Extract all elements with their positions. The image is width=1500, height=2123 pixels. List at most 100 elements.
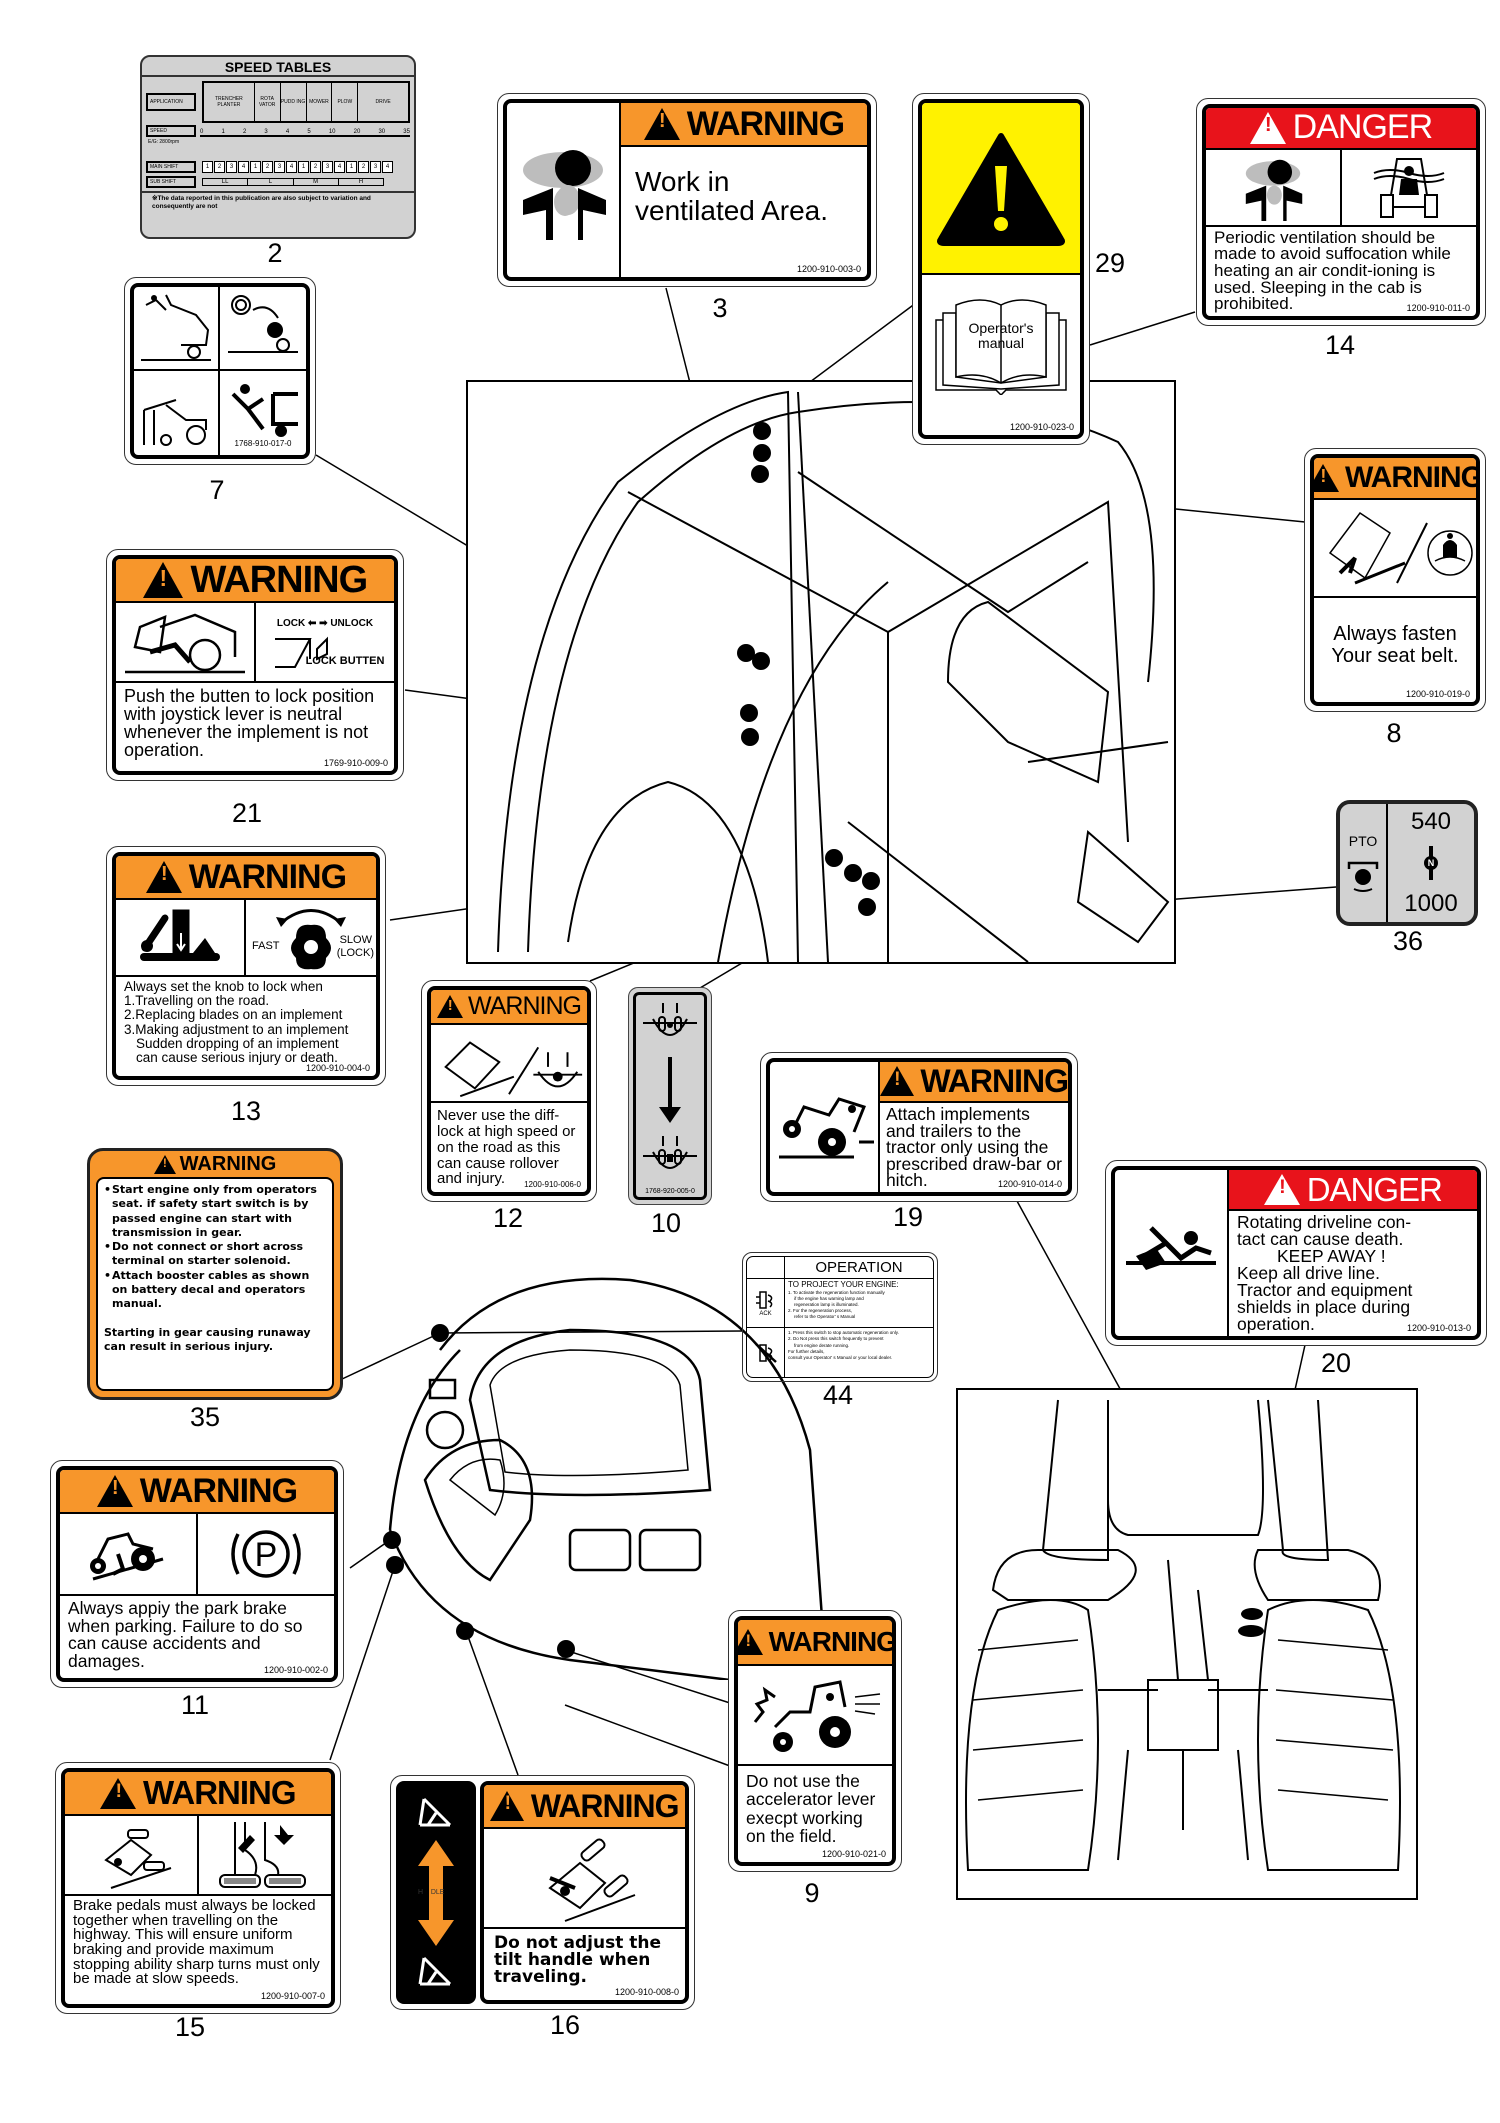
decal-20-code: 1200-910-013-0	[1406, 1323, 1471, 1333]
callout-36: 36	[1392, 926, 1424, 956]
warning-triangle-icon	[153, 1154, 176, 1174]
decal-location-marker	[386, 1556, 404, 1574]
leader-line-15	[329, 1564, 396, 1761]
decal-35-start-safety-warning: WARNING •Start engine only from operator…	[87, 1148, 343, 1400]
main-shift-gear: 3	[370, 161, 381, 173]
decal-13-code: 1200-910-004-0	[305, 1063, 370, 1073]
caution-exclamation-icon	[937, 132, 1065, 246]
leader-line-9a	[564, 1649, 731, 1704]
fume-inhalation-icon	[523, 150, 606, 240]
decal-location-marker	[737, 644, 755, 662]
speed-tick: 20	[353, 129, 361, 135]
decal-13-line: 1.Travelling on the road.	[124, 993, 270, 1009]
section2-line: consult your Operator' s Manual or your …	[788, 1355, 893, 1361]
rollover-icon	[547, 1838, 635, 1922]
decal-15-text: Brake pedals must always be locked toget…	[73, 1897, 320, 1988]
knob-lock-label: (LOCK)	[336, 947, 374, 959]
cab-frame-illustration	[497, 390, 1170, 963]
section2-line: 2. Do Not press this switch frequently t…	[788, 1336, 884, 1342]
decal-8-seat-belt-warning: WARNING Always fasten Your seat belt.	[1304, 448, 1486, 712]
speed-tables-title: SPEED TABLES	[142, 59, 414, 77]
warning-header: WARNING	[621, 103, 867, 147]
decal-9-code: 1200-910-021-0	[821, 1849, 886, 1859]
ack-label: ACK	[759, 1311, 772, 1317]
decal-13-line: 2.Replacing blades on an implement	[124, 1007, 343, 1023]
warning-triangle-icon	[100, 1777, 137, 1809]
application-mower: MOWER	[307, 83, 333, 121]
callout-16: 16	[549, 2010, 581, 2040]
callout-44: 44	[822, 1380, 854, 1410]
decal-35-bullet: •Attach booster cables as shown on batte…	[104, 1268, 310, 1311]
main-shift-gear: 3	[226, 161, 237, 173]
decal-20-line: operation.	[1237, 1314, 1315, 1335]
down-arrow-icon	[659, 1056, 681, 1123]
implement-drop-crush-icon	[140, 909, 220, 961]
decal-location-marker	[456, 1622, 474, 1640]
regeneration-inhibit-icon	[754, 1342, 777, 1363]
operators-manual-book-icon	[935, 299, 1067, 395]
lock-button-label: LOCK BUTTEN	[305, 654, 385, 667]
warning-header: WARNING	[65, 1772, 331, 1816]
main-shift-gear: 3	[322, 161, 333, 173]
decal-20-line: Rotating driveline con-	[1237, 1212, 1412, 1233]
steering-wheel-down-icon	[418, 1956, 452, 1986]
diff-unlocked-icon	[643, 1003, 697, 1036]
warning-header: WARNING	[116, 856, 376, 900]
leader-line-9b	[564, 1704, 731, 1767]
callout-15: 15	[174, 2012, 206, 2042]
warning-header-label: WARNING	[530, 1787, 680, 1824]
speed-label: SPEED	[146, 125, 196, 137]
callout-20: 20	[1320, 1348, 1352, 1378]
main-shift-gear: 2	[358, 161, 369, 173]
warning-header: WARNING	[1314, 458, 1476, 500]
operation-title: OPERATION	[785, 1257, 933, 1279]
speed-tables-footnote: ※The data reported in this publication a…	[142, 191, 414, 213]
application-trencher: TRENCHER PLANTER	[204, 83, 255, 121]
diff-locked-icon	[643, 1136, 697, 1170]
decal-9-accelerator-warning: WARNING Do not use the accelerator lever…	[728, 1610, 902, 1872]
cab-frame-drawing	[466, 380, 1176, 964]
decal-location-marker	[844, 864, 862, 882]
decal-15-code: 1200-910-007-0	[260, 1991, 325, 2001]
dashboard-drawing	[370, 1260, 830, 1682]
tilt-handle-indicator: H DLE	[396, 1781, 476, 2004]
warning-triangle-icon	[879, 1066, 914, 1097]
decal-location-marker	[825, 849, 843, 867]
rollover-icon	[104, 1829, 172, 1889]
decal-14-text: Periodic ventilation should be made to a…	[1214, 227, 1451, 314]
main-shift-gear: 4	[382, 161, 393, 173]
main-shift-gear: 1	[298, 161, 309, 173]
decal-29-code: 1200-910-023-0	[1009, 422, 1074, 432]
leader-line-44	[439, 1330, 743, 1334]
decal-location-marker	[753, 422, 771, 440]
decal-20-driveline-danger: DANGER Rotating driveline con- tact can …	[1105, 1160, 1487, 1346]
sub-shift-h: H	[358, 179, 364, 185]
decal-20-line: Keep all drive line.	[1237, 1263, 1380, 1284]
knob-fast-label: FAST	[252, 940, 280, 952]
warning-header-label: WARNING	[686, 104, 845, 143]
decal-16-tilt-handle-warning: H DLE WARNING Do not adjust the tilt han…	[390, 1775, 695, 2010]
decal-13-line: Always set the knob to lock when	[124, 979, 323, 994]
decal-44-regeneration-operation: OPERATION ACK TO PROJECT YOUR ENGINE: 1.…	[742, 1252, 938, 1382]
decal-35-footer: Starting in gear causing runaway can res…	[104, 1325, 311, 1353]
speed-scale: 0 1 2 3 4 5 10 20 30 35	[200, 129, 410, 137]
application-label: APPLICATION	[146, 93, 196, 111]
warning-header-label: WARNING	[468, 992, 582, 1021]
park-symbol: P	[255, 1536, 278, 1574]
fume-inhalation-icon	[1245, 159, 1303, 222]
decal-location-marker	[1238, 1625, 1264, 1637]
tractor-runaway-icon	[90, 1532, 164, 1581]
book-text-line-1: Operator's	[968, 320, 1034, 336]
warning-header-label: WARNING	[143, 1774, 296, 1811]
parking-brake-icon: P	[231, 1530, 301, 1578]
decal-36-pto-speed: PTO 540 N 1000	[1336, 800, 1478, 926]
callout-9: 9	[804, 1878, 820, 1908]
sub-shift-m: M	[294, 179, 339, 185]
decal-location-marker	[753, 444, 771, 462]
decal-13-knob-lock-warning: WARNING FAST	[106, 846, 386, 1086]
callout-14: 14	[1324, 330, 1356, 360]
speed-tick: 1	[221, 129, 225, 135]
decal-location-marker	[741, 728, 759, 746]
danger-header: DANGER	[1229, 1170, 1477, 1212]
